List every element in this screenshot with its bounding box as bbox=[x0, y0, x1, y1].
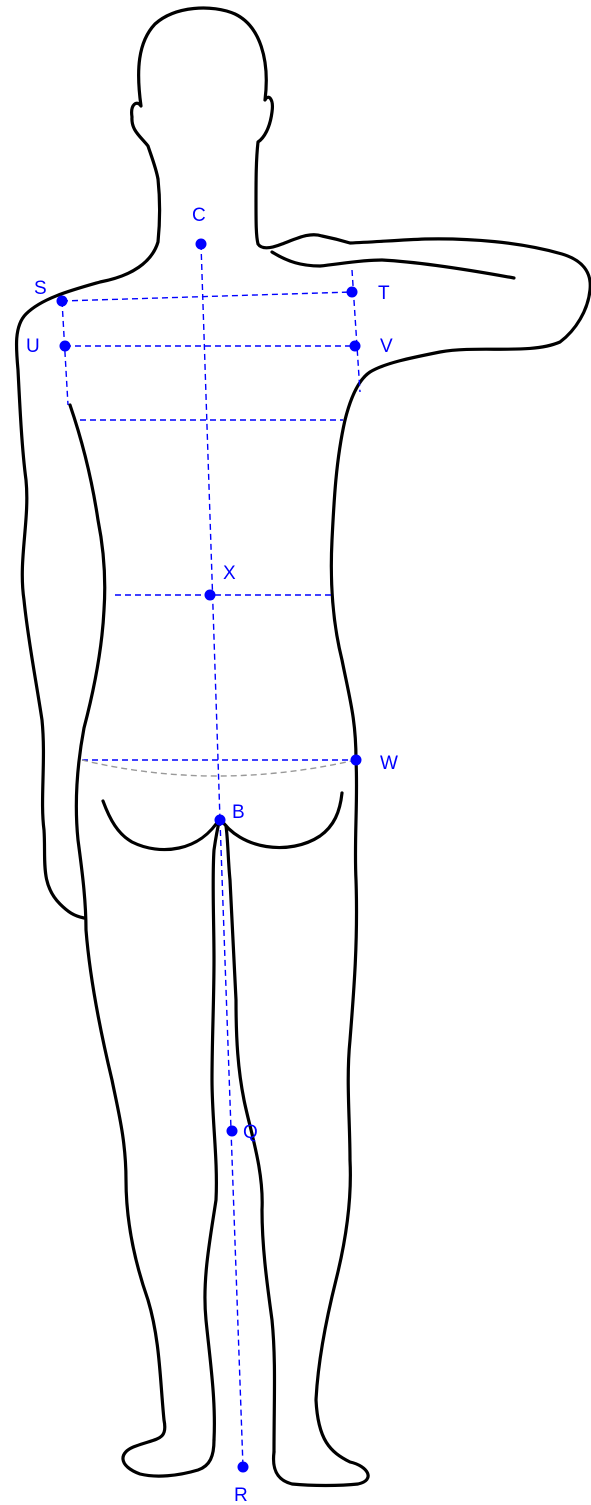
hip-curve-line bbox=[82, 760, 356, 776]
point-x bbox=[205, 590, 216, 601]
body-outline bbox=[16, 8, 590, 1485]
point-labels: C S T U V X W B Q R bbox=[26, 205, 398, 1505]
point-t bbox=[347, 287, 358, 298]
shoulder-line-s-t bbox=[62, 292, 352, 301]
left-armhole-line bbox=[62, 301, 68, 405]
label-v: V bbox=[380, 336, 393, 357]
point-b bbox=[215, 815, 226, 826]
point-u bbox=[60, 341, 71, 352]
label-c: C bbox=[192, 205, 206, 226]
right-torso-outline bbox=[274, 420, 369, 1486]
center-back-line bbox=[201, 244, 220, 820]
point-c bbox=[196, 239, 207, 250]
label-w: W bbox=[380, 753, 398, 774]
label-r: R bbox=[234, 1485, 248, 1505]
point-q bbox=[227, 1126, 238, 1137]
measurement-points bbox=[57, 239, 362, 1473]
label-u: U bbox=[26, 336, 40, 357]
forearm-inner-edge bbox=[272, 252, 514, 278]
label-x: X bbox=[223, 563, 236, 584]
label-t: T bbox=[378, 283, 390, 304]
point-s bbox=[57, 296, 68, 307]
label-s: S bbox=[34, 278, 47, 299]
measurement-lines bbox=[62, 244, 360, 1467]
point-v bbox=[350, 341, 361, 352]
point-w bbox=[351, 755, 362, 766]
left-inner-leg-outline bbox=[205, 818, 220, 1440]
left-torso-outline bbox=[70, 405, 214, 1476]
label-q: Q bbox=[243, 1122, 258, 1143]
label-b: B bbox=[232, 802, 245, 823]
point-r bbox=[238, 1462, 249, 1473]
